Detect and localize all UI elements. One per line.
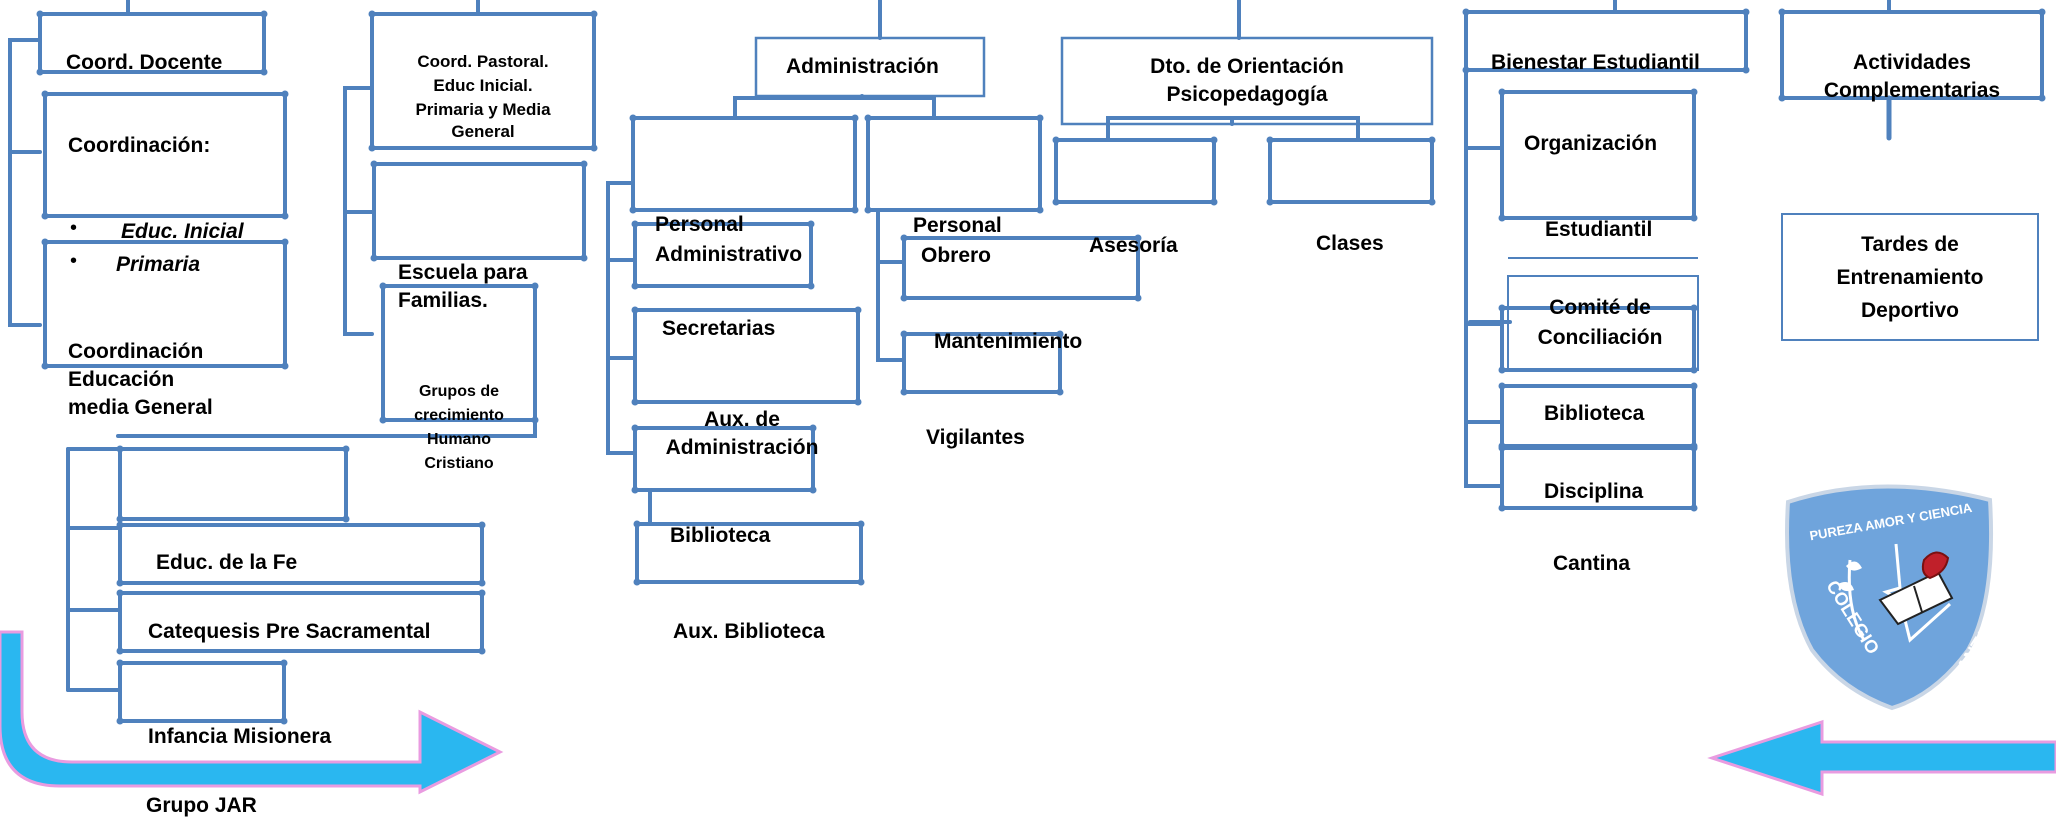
aux-admin-line-2: Administración: [665, 436, 819, 459]
personal-obrero-line-1: Personal: [913, 214, 1002, 237]
node-aux-biblioteca: Aux. Biblioteca: [673, 620, 825, 643]
node-secretarias: Secretarias: [662, 317, 776, 340]
grupos-line-2: crecimiento: [414, 407, 504, 424]
grupos-line-3: Humano: [427, 431, 491, 448]
comite-line-2: Conciliación: [1537, 326, 1663, 349]
comite-line-1: Comité de: [1549, 296, 1651, 319]
tardes-line-2: Entrenamiento: [1836, 266, 1984, 289]
node-biblioteca-bienestar: Biblioteca: [1544, 402, 1645, 425]
node-bienestar-estudiantil: Bienestar Estudiantil: [1491, 51, 1700, 74]
grupos-line-4: Cristiano: [424, 455, 494, 472]
node-vigilantes: Vigilantes: [926, 426, 1025, 449]
actividades-line-2: Complementarias: [1823, 79, 2001, 102]
bullet-educ-inicial: •: [70, 217, 78, 239]
dto-line-1: Dto. de Orientación: [1150, 55, 1344, 78]
node-grupos-crecimiento: Grupos de crecimiento Humano Cristiano: [383, 380, 535, 476]
escuela-familias-line-1: Escuela para: [398, 261, 528, 284]
node-clases: Clases: [1316, 232, 1384, 255]
node-educ-inicial: Educ. Inicial: [121, 220, 244, 243]
escuela-familias-line-2: Familias.: [398, 289, 488, 312]
tardes-line-3: Deportivo: [1860, 299, 1959, 322]
node-primaria: Primaria: [116, 253, 201, 276]
node-catequesis: Catequesis Pre Sacramental: [148, 620, 431, 643]
node-tardes-entrenamiento: Tardes de Entrenamiento Deportivo: [1782, 228, 2038, 327]
node-coord-docente: Coord. Docente: [66, 51, 223, 74]
node-coord-media-general: Coordinación Educación media General: [68, 338, 213, 422]
node-educ-fe: Educ. de la Fe: [156, 551, 298, 574]
coord-pastoral-line-2: Educ Inicial.: [433, 76, 533, 95]
node-organizacion: Organización: [1524, 132, 1658, 155]
bullet-primaria: •: [70, 250, 78, 272]
grupos-line-1: Grupos de: [418, 383, 499, 400]
coord-media-line-3: media General: [68, 396, 213, 419]
arrow-right-edge: [1707, 719, 2056, 797]
node-personal-obrero: Personal Obrero: [913, 212, 1002, 270]
bent-arrow-left: [0, 630, 504, 795]
coord-pastoral-line-4: General: [451, 122, 515, 141]
node-escuela-familias: Escuela para Familias.: [398, 259, 528, 315]
personal-admin-line-1: Personal: [655, 213, 744, 236]
coord-media-line-2: Educación: [68, 368, 175, 391]
node-coordinacion: Coordinación:: [68, 134, 211, 157]
dto-line-2: Psicopedagogía: [1166, 83, 1328, 106]
node-asesoria: Asesoría: [1089, 234, 1178, 257]
node-estudiantil: Estudiantil: [1545, 218, 1653, 241]
node-cantina: Cantina: [1553, 552, 1631, 575]
coord-media-line-1: Coordinación: [68, 340, 204, 363]
node-infancia-misionera: Infancia Misionera: [148, 725, 332, 748]
node-comite-conciliacion: Comité de Conciliación: [1502, 294, 1698, 352]
aux-admin-line-1: Aux. de: [704, 408, 780, 431]
coord-pastoral-line-3: Primaria y Media: [415, 100, 551, 119]
node-aux-administracion: Aux. de Administración: [652, 406, 832, 462]
node-grupo-jar: Grupo JAR: [146, 794, 257, 817]
personal-obrero-line-2: Obrero: [921, 244, 992, 267]
actividades-line-1: Actividades: [1853, 51, 1971, 74]
node-personal-administrativo: Personal Administrativo: [655, 211, 802, 269]
node-dto-orientacion: Dto. de Orientación Psicopedagogía: [1062, 53, 1432, 109]
node-mantenimiento: Mantenimiento: [934, 330, 1083, 353]
coord-pastoral-line-1: Coord. Pastoral.: [417, 52, 549, 71]
node-disciplina: Disciplina: [1544, 480, 1644, 503]
personal-admin-line-2: Administrativo: [655, 243, 803, 266]
tardes-line-1: Tardes de: [1861, 233, 1959, 256]
node-administracion: Administración: [786, 55, 939, 78]
node-biblioteca-admin: Biblioteca: [670, 524, 771, 547]
node-coord-pastoral: Coord. Pastoral. Educ Inicial. Primaria …: [372, 50, 594, 142]
school-crest-logo: PUREZA AMOR Y CIENCIA COLEGIO SANTA RITA: [1785, 484, 2020, 711]
node-actividades-complementarias: Actividades Complementarias: [1782, 49, 2042, 105]
